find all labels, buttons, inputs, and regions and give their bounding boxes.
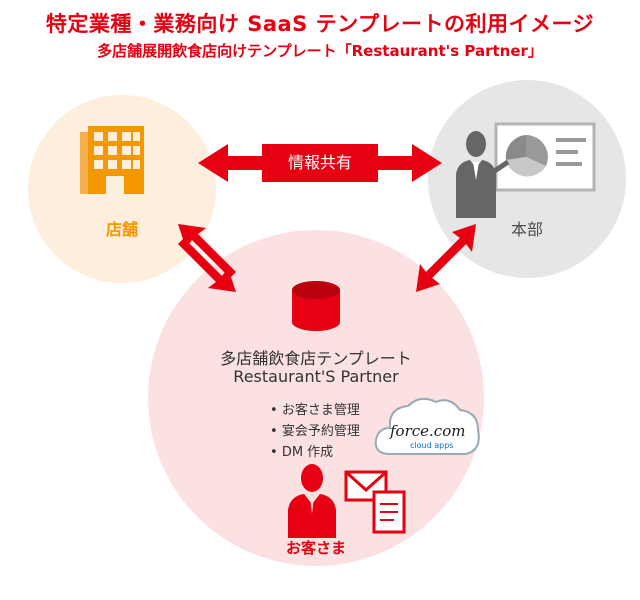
platform-title: 多店舗飲食店テンプレート bbox=[220, 349, 412, 368]
customer-label: お客さま bbox=[285, 539, 346, 557]
cloud-brand: force.com bbox=[389, 422, 465, 440]
mail-icon bbox=[344, 470, 388, 502]
cloud-icon: force.com cloud apps bbox=[374, 397, 480, 455]
store-label: 店舗 bbox=[105, 220, 138, 239]
feature-list: お客さま管理 宴会予約管理 DM 作成 bbox=[270, 400, 360, 463]
page-subtitle: 多店舗展開飲食店向けテンプレート「Restaurant's Partner」 bbox=[97, 42, 543, 60]
store-arrow bbox=[178, 224, 236, 292]
page-title: 特定業種・業務向け SaaS テンプレートの利用イメージ bbox=[45, 12, 595, 36]
person-icon bbox=[288, 464, 336, 538]
feature-item: 宴会予約管理 bbox=[270, 421, 360, 442]
feature-item: お客さま管理 bbox=[270, 400, 360, 421]
document-icon bbox=[372, 490, 406, 534]
presenter-chart-icon bbox=[456, 122, 596, 218]
cloud-sub: cloud apps bbox=[410, 441, 453, 450]
feature-item: DM 作成 bbox=[270, 442, 360, 463]
building-icon bbox=[80, 126, 144, 194]
platform-subtitle: Restaurant'S Partner bbox=[233, 367, 399, 386]
customer-icons bbox=[288, 464, 406, 538]
hq-arrow bbox=[416, 224, 476, 292]
share-label: 情報共有 bbox=[262, 144, 378, 182]
hq-label: 本部 bbox=[510, 220, 543, 239]
database-icon bbox=[292, 281, 340, 331]
